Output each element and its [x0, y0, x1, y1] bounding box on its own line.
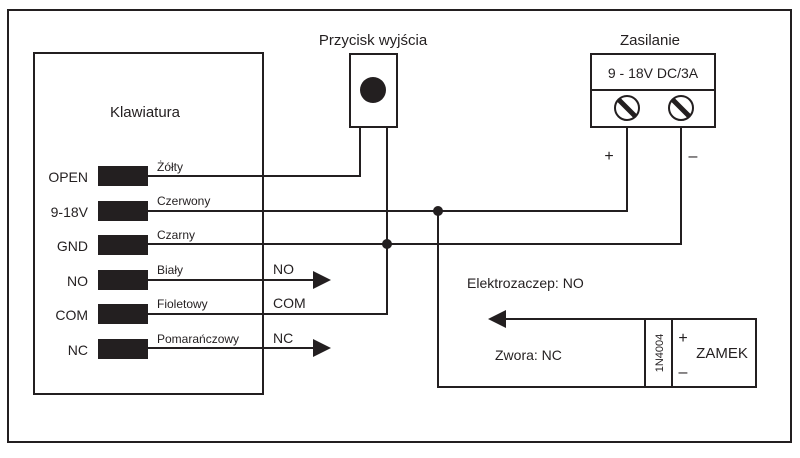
diode-label: 1N4004	[654, 334, 666, 373]
terminal-label-open: OPEN	[48, 169, 88, 185]
power-supply-rating: 9 - 18V DC/3A	[608, 65, 699, 81]
wire-label-black: Czarny	[157, 228, 195, 242]
terminal-label-com: COM	[55, 307, 88, 323]
terminal-blocks	[98, 166, 148, 359]
terminal-labels: OPEN 9-18V GND NO COM NC	[48, 169, 88, 358]
wire-lock-power	[437, 211, 645, 388]
arrow-no-icon	[313, 271, 331, 289]
screw-terminal-minus-icon	[668, 95, 694, 121]
wire-open	[148, 127, 361, 177]
terminal-block-nc	[98, 339, 148, 359]
wire-com	[148, 244, 388, 315]
terminal-label-nc: NC	[68, 342, 88, 358]
wire-gnd	[148, 127, 682, 245]
strike-label: Elektrozaczep: NO	[467, 275, 584, 291]
terminal-block-com	[98, 304, 148, 324]
wire-color-labels: Żółty Czerwony Czarny Biały Fioletowy Po…	[157, 160, 239, 346]
keypad-box	[33, 52, 264, 395]
arrow-nc-icon	[313, 339, 331, 357]
wire-label-red: Czerwony	[157, 194, 210, 208]
keypad-title: Klawiatura	[110, 104, 181, 121]
diode-box	[644, 318, 673, 388]
lock-name: ZAMEK	[696, 345, 748, 362]
relay-label-no: NO	[273, 261, 294, 277]
wire-label-orange: Pomarańczowy	[157, 332, 239, 346]
screw-terminal-plus-icon	[614, 95, 640, 121]
exit-button-icon	[360, 77, 386, 103]
wire-label-white: Biały	[157, 263, 183, 277]
terminal-block-no	[98, 270, 148, 290]
junction-power-icon	[433, 206, 443, 216]
armature-label: Zwora: NC	[495, 347, 562, 363]
terminal-block-gnd	[98, 235, 148, 255]
power-minus-sign: –	[689, 148, 698, 165]
lock-minus-sign: –	[679, 364, 688, 381]
junction-gnd-icon	[382, 239, 392, 249]
terminal-label-no: NO	[67, 273, 88, 289]
terminal-label-power: 9-18V	[51, 204, 89, 220]
relay-label-com: COM	[273, 295, 306, 311]
terminal-label-gnd: GND	[57, 238, 88, 254]
power-supply-title: Zasilanie	[620, 32, 680, 49]
relay-label-nc: NC	[273, 330, 293, 346]
terminal-block-open	[98, 166, 148, 186]
lock-plus-sign: +	[678, 330, 687, 347]
wire-power	[148, 127, 628, 212]
terminal-block-power	[98, 201, 148, 221]
power-plus-sign: +	[604, 148, 613, 165]
lock-box	[671, 318, 757, 388]
exit-button-title: Przycisk wyjścia	[319, 32, 428, 49]
wires	[148, 127, 682, 388]
arrow-lock-icon	[488, 310, 506, 328]
wire-label-yellow: Żółty	[157, 160, 183, 174]
wire-label-violet: Fioletowy	[157, 297, 208, 311]
